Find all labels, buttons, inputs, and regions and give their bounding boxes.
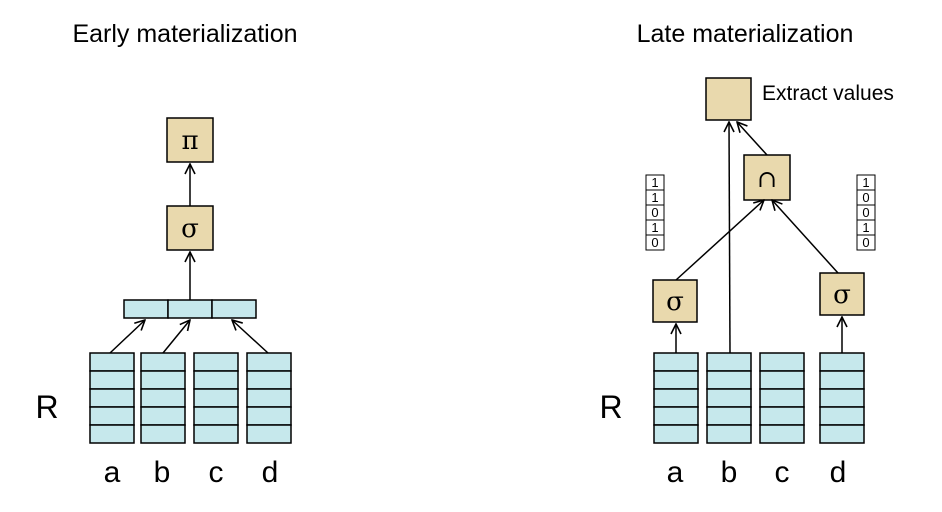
early-edge-d-tuple bbox=[232, 320, 269, 354]
late-column-label-c: c bbox=[775, 456, 790, 489]
late-extract-label: Extract values bbox=[762, 82, 894, 105]
late-bitvector-left: 1 1 0 1 0 bbox=[645, 174, 665, 251]
early-column-d bbox=[246, 352, 292, 444]
late-column-label-a: a bbox=[667, 456, 684, 489]
early-title: Early materialization bbox=[72, 20, 297, 48]
late-edge-select-right-intersect bbox=[772, 200, 839, 274]
early-edge-b-tuple bbox=[162, 320, 190, 354]
late-relation-label: R bbox=[599, 389, 622, 425]
late-intersect-symbol: ∩ bbox=[757, 165, 777, 193]
late-bitvector-left-bit: 0 bbox=[651, 205, 658, 220]
late-bitvector-right-bit: 0 bbox=[862, 190, 869, 205]
early-column-label-d: d bbox=[262, 456, 279, 489]
late-edge-b-extract bbox=[729, 122, 730, 354]
late-edge-select-left-intersect bbox=[675, 200, 764, 281]
late-edge-intersect-extract bbox=[737, 122, 768, 156]
late-bitvector-left-bit: 1 bbox=[651, 220, 658, 235]
late-intersect-box bbox=[743, 154, 791, 201]
late-column-c bbox=[759, 352, 805, 444]
early-select-symbol: σ bbox=[181, 214, 199, 244]
early-materialization-panel: Early materialization R bbox=[35, 20, 297, 489]
late-extract-box bbox=[705, 77, 752, 121]
late-title: Late materialization bbox=[637, 20, 854, 48]
early-edge-a-tuple bbox=[109, 320, 145, 354]
late-select-left-symbol: σ bbox=[666, 287, 684, 317]
early-column-label-c: c bbox=[209, 456, 224, 489]
early-project-symbol: π bbox=[181, 126, 198, 156]
early-select-box bbox=[166, 205, 214, 251]
late-bitvector-right-bit: 1 bbox=[862, 175, 869, 190]
late-select-left-box bbox=[652, 279, 698, 323]
late-column-b bbox=[706, 352, 752, 444]
late-bitvector-right-bit: 0 bbox=[862, 205, 869, 220]
late-bitvector-left-bit: 1 bbox=[651, 190, 658, 205]
late-bitvector-right-bit: 1 bbox=[862, 220, 869, 235]
late-bitvector-left-bit: 1 bbox=[651, 175, 658, 190]
early-relation-label: R bbox=[35, 389, 58, 425]
late-column-label-d: d bbox=[830, 456, 847, 489]
early-tuple bbox=[123, 299, 257, 319]
late-column-a bbox=[653, 352, 699, 444]
early-project-box bbox=[166, 117, 214, 163]
early-column-label-b: b bbox=[154, 456, 171, 489]
late-bitvector-right-bit: 0 bbox=[862, 235, 869, 250]
early-column-a bbox=[89, 352, 135, 444]
late-select-right-box bbox=[819, 272, 865, 316]
late-bitvector-left-bit: 0 bbox=[651, 235, 658, 250]
early-column-label-a: a bbox=[104, 456, 121, 489]
late-column-d bbox=[819, 352, 865, 444]
early-column-c bbox=[193, 352, 239, 444]
late-column-label-b: b bbox=[721, 456, 738, 489]
early-column-b bbox=[140, 352, 186, 444]
late-bitvector-right: 1 0 0 1 0 bbox=[856, 174, 876, 251]
late-materialization-panel: Late materialization R bbox=[599, 20, 893, 489]
late-select-right-symbol: σ bbox=[833, 280, 851, 310]
